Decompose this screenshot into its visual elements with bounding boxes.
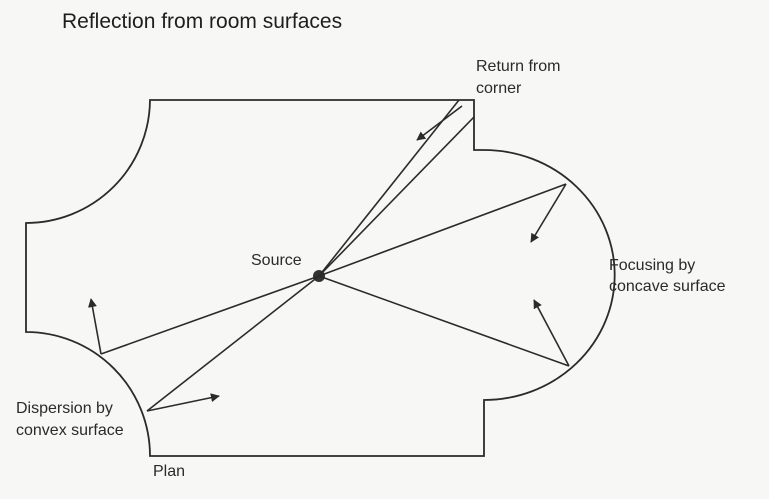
ray-to-concave-upper — [318, 183, 567, 277]
label-plan: Plan — [153, 463, 186, 480]
focus-arrow-lower — [533, 299, 570, 367]
dispersion-arrow-lower — [146, 393, 220, 412]
label-focusing-line1: Focusing by — [609, 257, 696, 274]
diagram-title: Reflection from room surfaces — [62, 10, 343, 33]
ray-to-convex-upper — [100, 275, 320, 355]
return-arrow — [416, 105, 463, 141]
label-source: Source — [251, 252, 302, 269]
ray-to-corner-b — [318, 99, 460, 277]
label-return-line1: Return from — [476, 58, 561, 75]
focus-arrow-upper — [530, 183, 567, 243]
label-dispersion-line1: Dispersion by — [16, 400, 113, 417]
dispersion-arrow-upper — [88, 298, 102, 355]
ray-to-concave-lower — [318, 275, 570, 367]
label-focusing-line2: concave surface — [609, 278, 726, 295]
label-dispersion-line2: convex surface — [16, 422, 124, 439]
room-outline — [25, 99, 616, 457]
label-return-line2: corner — [476, 80, 522, 97]
ray-to-corner-a — [318, 116, 475, 277]
ray-to-convex-lower — [146, 275, 320, 412]
